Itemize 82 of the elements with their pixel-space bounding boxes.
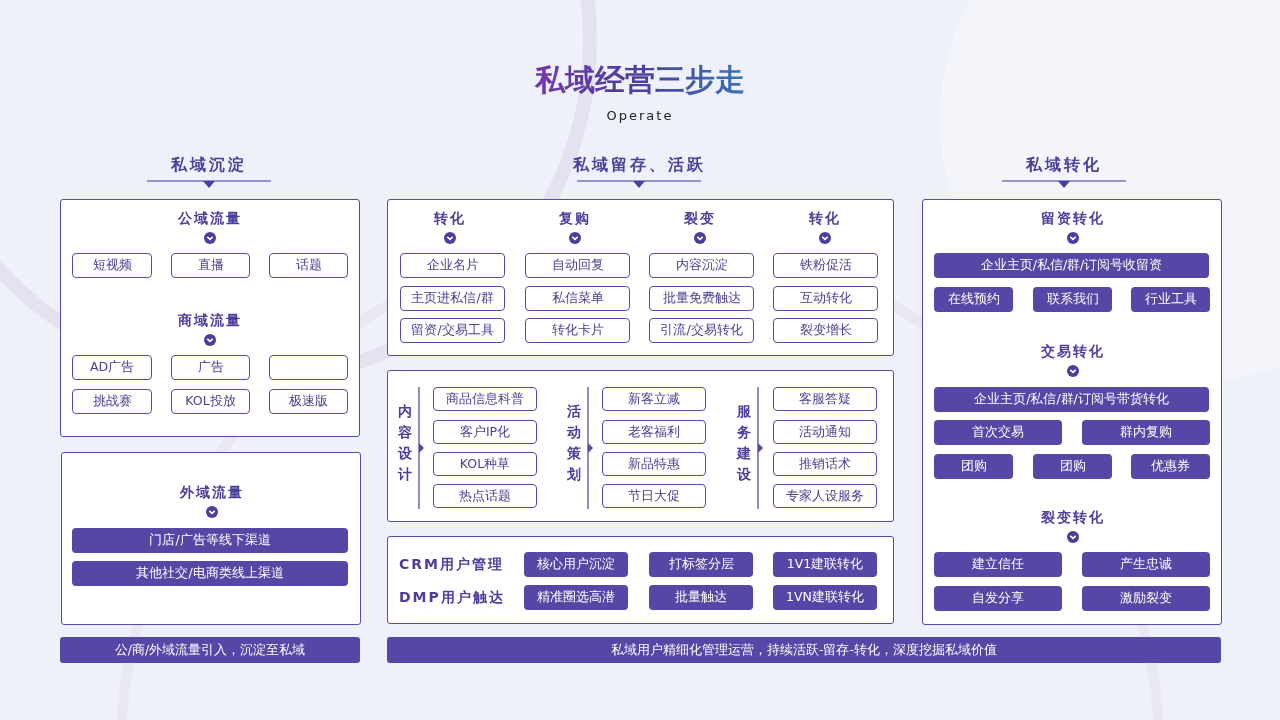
- filled-tag: 群内复购: [1082, 420, 1210, 445]
- empty-tag: [269, 355, 348, 380]
- section-heading: 私域留存、活跃: [571, 155, 707, 176]
- section-heading: 私域沉淀: [170, 155, 248, 176]
- panel-heading: 商域流量: [177, 312, 243, 330]
- filled-tag: 优惠券: [1131, 454, 1210, 479]
- filled-tag: 联系我们: [1033, 287, 1112, 312]
- outlined-tag: 私信菜单: [525, 286, 630, 311]
- outlined-tag: 客户IP化: [433, 420, 537, 444]
- outlined-tag: 批量免费触达: [649, 286, 754, 311]
- panel-card: [60, 199, 360, 437]
- filled-tag: 激励裂变: [1082, 586, 1210, 611]
- outlined-tag: 自动回复: [525, 253, 630, 278]
- outlined-tag: 老客福利: [602, 420, 706, 444]
- panel-heading: 转化: [808, 210, 842, 228]
- filled-tag: 精准圈选高潜: [524, 585, 628, 610]
- outlined-tag: 专家人设服务: [773, 484, 877, 508]
- filled-tag: 1V1建联转化: [773, 552, 877, 577]
- outlined-tag: 热点话题: [433, 484, 537, 508]
- outlined-tag: 互动转化: [773, 286, 878, 311]
- outlined-tag: 裂变增长: [773, 318, 878, 343]
- outlined-tag: 客服答疑: [773, 387, 877, 411]
- panel-card: [61, 452, 361, 625]
- panel-heading: DMP用户触达: [399, 589, 505, 607]
- panel-card: [387, 536, 894, 624]
- filled-tag: 其他社交/电商类线上渠道: [72, 561, 348, 586]
- outlined-tag: 广告: [171, 355, 250, 380]
- outlined-tag: 挑战赛: [72, 389, 152, 414]
- outlined-tag: 活动通知: [773, 420, 877, 444]
- panel-heading: 外域流量: [179, 484, 245, 502]
- panel-heading: CRM用户管理: [399, 556, 504, 574]
- outlined-tag: AD广告: [72, 355, 152, 380]
- filled-tag: 自发分享: [934, 586, 1062, 611]
- filled-tag: 核心用户沉淀: [524, 552, 628, 577]
- filled-tag: 1VN建联转化: [773, 585, 877, 610]
- outlined-tag: 内容沉淀: [649, 253, 754, 278]
- panel-heading: 留资转化: [1040, 210, 1106, 228]
- filled-tag: 门店/广告等线下渠道: [72, 528, 348, 553]
- panel-heading: 裂变: [683, 210, 717, 228]
- filled-tag: 行业工具: [1131, 287, 1210, 312]
- filled-tag: 产生忠诚: [1082, 552, 1210, 577]
- outlined-tag: 话题: [269, 253, 348, 278]
- outlined-tag: 主页进私信/群: [400, 286, 505, 311]
- outlined-tag: 新客立减: [602, 387, 706, 411]
- panel-heading: 活动策划: [566, 402, 582, 484]
- outlined-tag: KOL种草: [433, 452, 537, 476]
- summary-banner: 私域用户精细化管理运营，持续活跃-留存-转化，深度挖掘私域价值: [387, 637, 1221, 663]
- outlined-tag: 留资/交易工具: [400, 318, 505, 343]
- summary-banner: 公/商/外域流量引入，沉淀至私域: [60, 637, 360, 663]
- outlined-tag: 铁粉促活: [773, 253, 878, 278]
- subtitle: Operate: [605, 108, 675, 123]
- filled-tag: 首次交易: [934, 420, 1062, 445]
- panel-card: [922, 199, 1222, 625]
- panel-heading: 转化: [433, 210, 467, 228]
- filled-tag: 企业主页/私信/群/订阅号带货转化: [934, 387, 1209, 412]
- panel-card: [387, 370, 894, 522]
- outlined-tag: 短视频: [72, 253, 152, 278]
- outlined-tag: 商品信息科普: [433, 387, 537, 411]
- filled-tag: 批量触达: [649, 585, 753, 610]
- outlined-tag: 企业名片: [400, 253, 505, 278]
- section-heading: 私域转化: [1025, 155, 1103, 176]
- outlined-tag: KOL投放: [171, 389, 250, 414]
- outlined-tag: 节日大促: [602, 484, 706, 508]
- outlined-tag: 直播: [171, 253, 250, 278]
- outlined-tag: 极速版: [269, 389, 348, 414]
- panel-heading: 裂变转化: [1040, 509, 1106, 527]
- panel-heading: 服务建设: [736, 402, 752, 484]
- outlined-tag: 引流/交易转化: [649, 318, 754, 343]
- panel-card: [387, 199, 894, 356]
- panel-heading: 内容设计: [397, 402, 413, 484]
- outlined-tag: 推销话术: [773, 452, 877, 476]
- outlined-tag: 新品特惠: [602, 452, 706, 476]
- outlined-tag: 转化卡片: [525, 318, 630, 343]
- filled-tag: 在线预约: [934, 287, 1013, 312]
- filled-tag: 打标签分层: [649, 552, 753, 577]
- panel-heading: 公域流量: [177, 210, 243, 228]
- panel-heading: 复购: [558, 210, 592, 228]
- panel-heading: 交易转化: [1040, 343, 1106, 361]
- filled-tag: 企业主页/私信/群/订阅号收留资: [934, 253, 1209, 278]
- filled-tag: 建立信任: [934, 552, 1062, 577]
- filled-tag: 团购: [934, 454, 1013, 479]
- filled-tag: 团购: [1033, 454, 1112, 479]
